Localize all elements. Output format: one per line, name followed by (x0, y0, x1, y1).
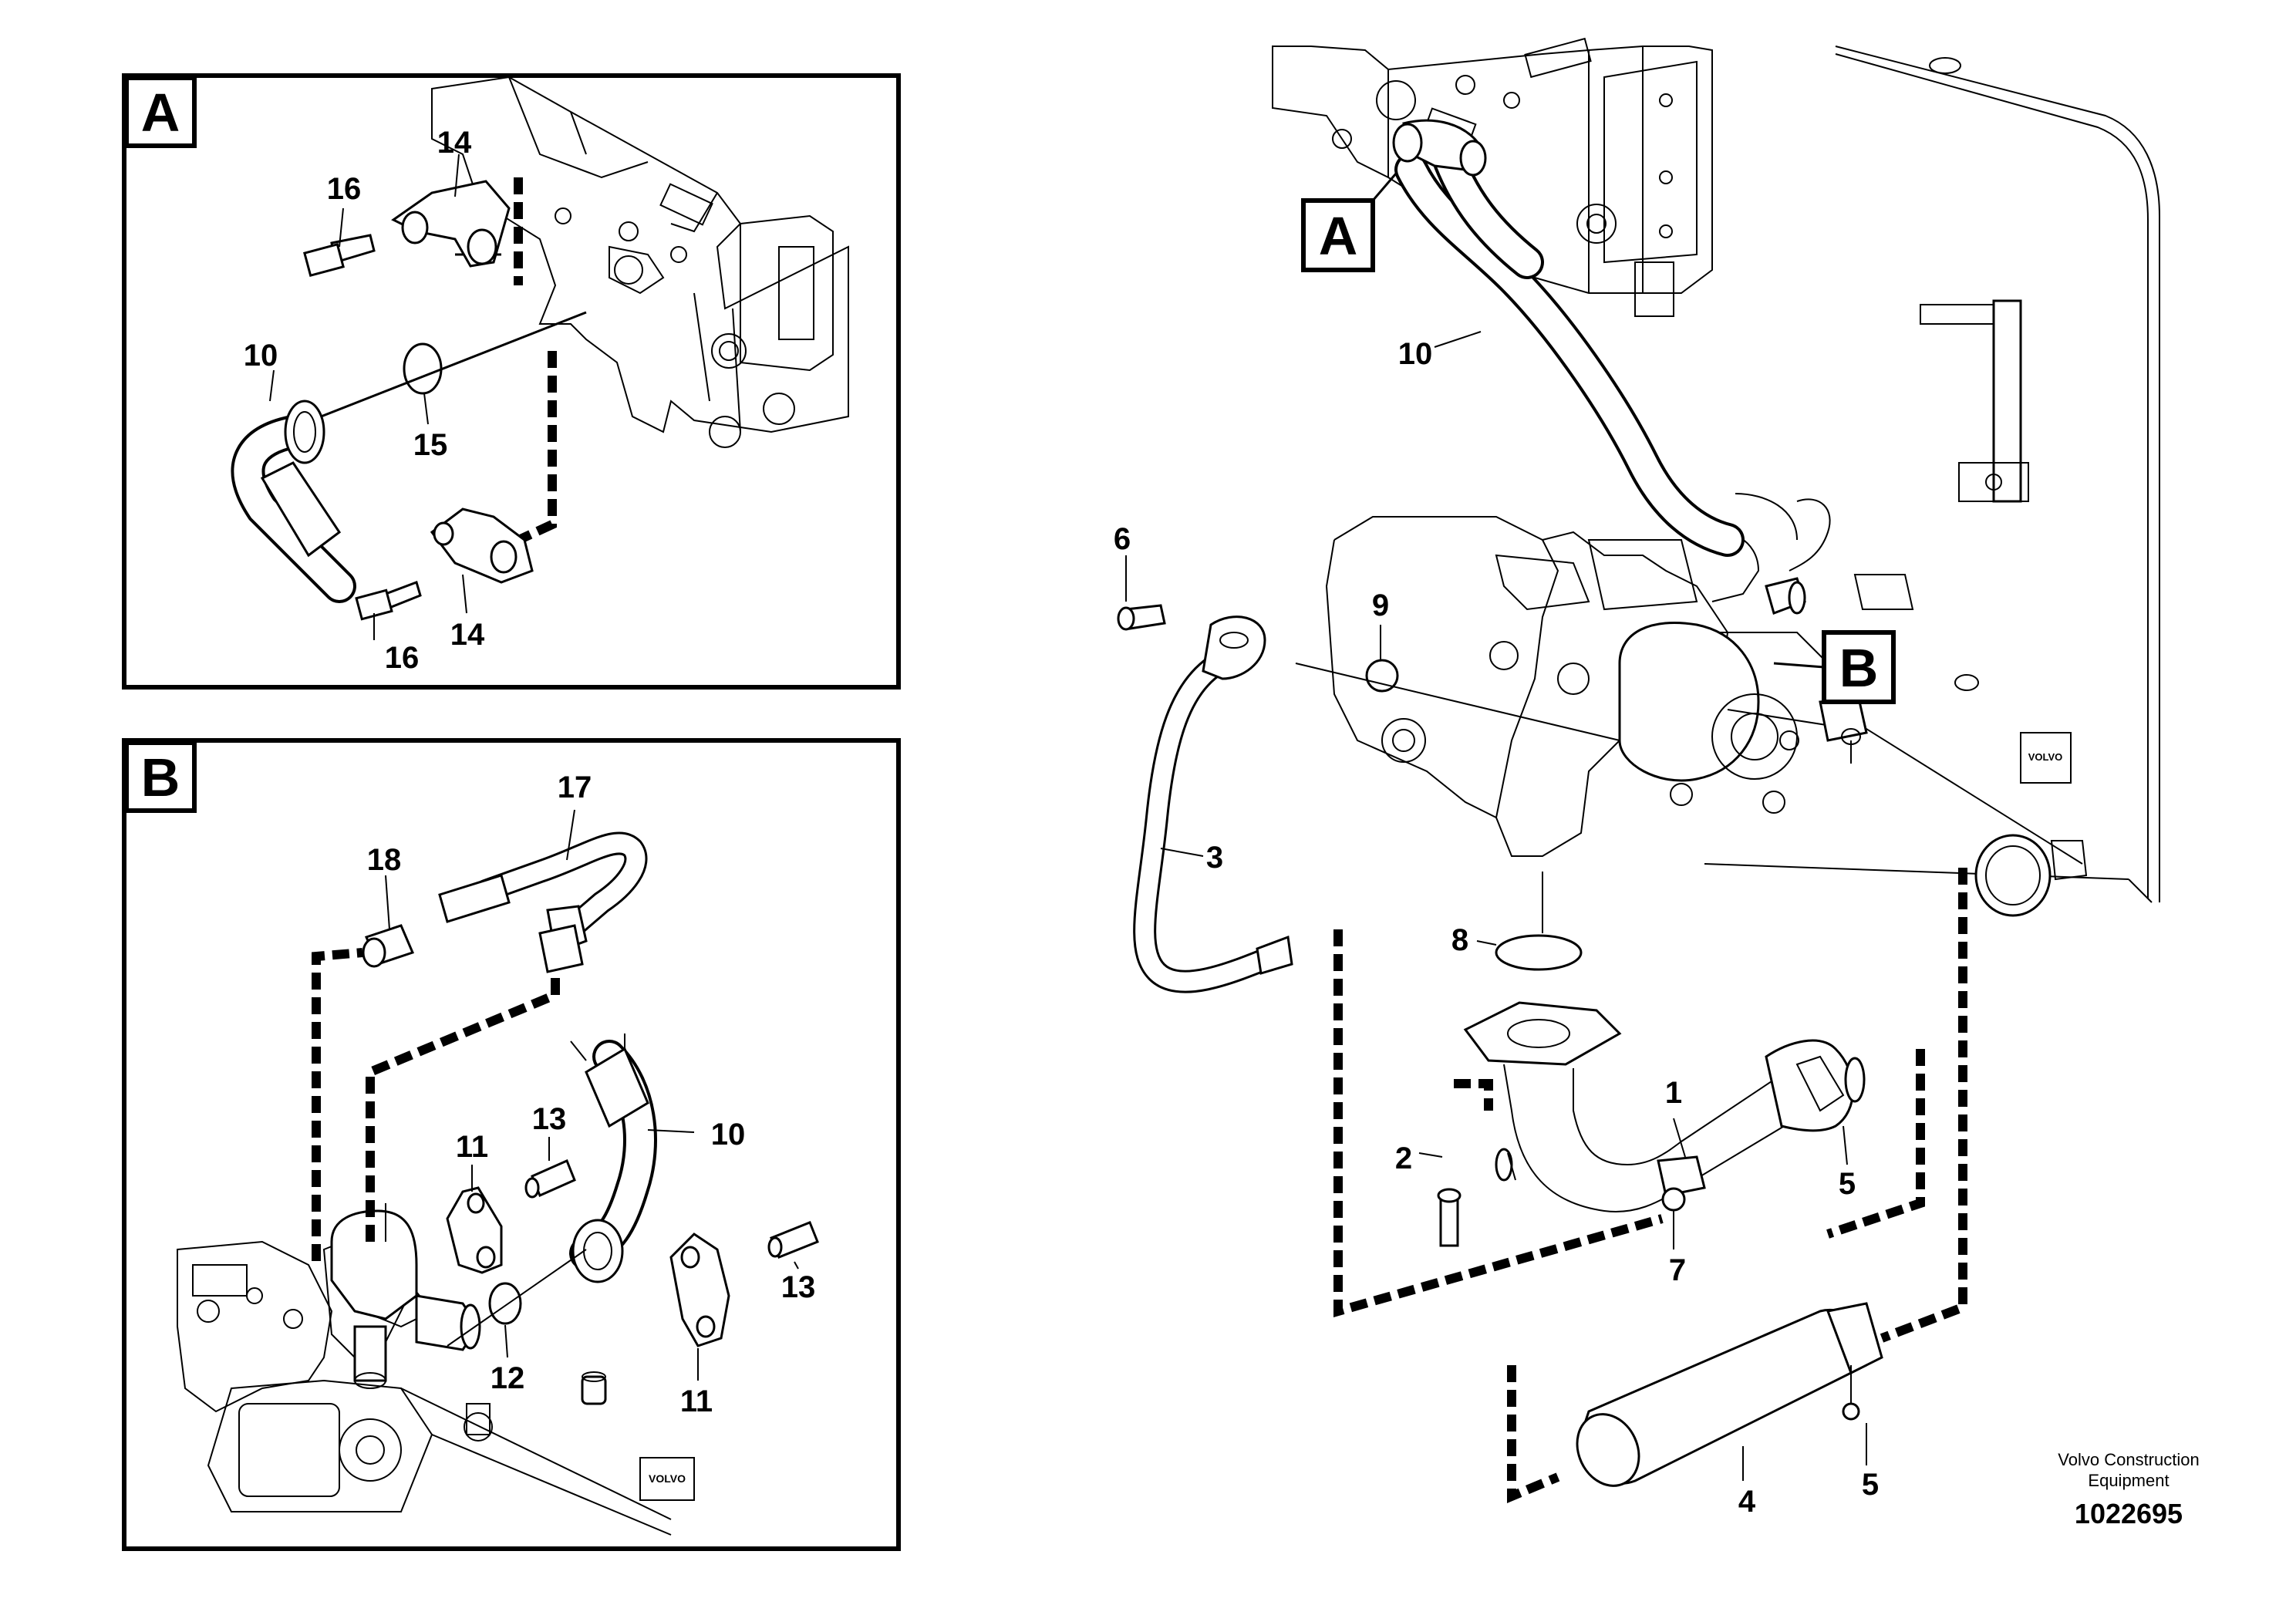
detail-a-panel: A (122, 73, 901, 690)
callout-a-16-bottom: 16 (385, 641, 420, 675)
control-valve-main (1272, 37, 1713, 317)
marker-b-letter: B (1839, 638, 1879, 698)
callout-b-11-upper: 11 (456, 1130, 488, 1164)
callout-b-10: 10 (711, 1118, 746, 1152)
svg-text:VOLVO: VOLVO (2028, 751, 2063, 763)
footer: Volvo Construction Equipment 1022695 (2058, 1450, 2199, 1529)
callout-main-1: 1 (1665, 1076, 1682, 1110)
callout-a-15: 15 (413, 428, 448, 462)
callout-main-6: 6 (1114, 522, 1131, 556)
marker-a-letter: A (1319, 206, 1358, 266)
o-ring-8 (1495, 934, 1583, 971)
hose-4 (1576, 1302, 1883, 1487)
hose-17 (438, 831, 648, 973)
callout-main-9: 9 (1372, 588, 1389, 622)
pump-assembly-b: VOLVO (177, 1233, 695, 1536)
callout-b-17: 17 (558, 771, 592, 804)
hose-10-detail-b (569, 1034, 657, 1283)
flange-clamp-11-lower (669, 1233, 730, 1347)
company-name-line2: Equipment (2088, 1471, 2169, 1490)
callout-b-13-lower: 13 (781, 1270, 816, 1304)
suction-pipe-1 (1463, 1001, 1866, 1212)
callout-main-3: 3 (1206, 841, 1223, 875)
bolt-16-top (303, 234, 376, 278)
detail-b-panel: B VOLVO (122, 738, 901, 1551)
callout-main-5-lower: 5 (1862, 1468, 1879, 1502)
hose-10-main (1392, 119, 1745, 557)
company-name-line1: Volvo Construction (2058, 1450, 2199, 1469)
svg-text:VOLVO: VOLVO (649, 1472, 686, 1485)
o-ring-12 (488, 1282, 522, 1325)
bolt-16-bottom (355, 581, 422, 621)
hose-clamp-7 (1657, 1155, 1706, 1212)
flange-clamp-14-top (391, 180, 511, 268)
spacer-b (581, 1371, 607, 1405)
bolt-13-upper (524, 1158, 576, 1199)
callout-a-10: 10 (244, 339, 278, 373)
callout-main-8: 8 (1451, 923, 1468, 957)
callout-main-7: 7 (1669, 1253, 1686, 1287)
callout-main-5-upper: 5 (1839, 1167, 1856, 1201)
fitting-18 (362, 924, 415, 968)
bolt-2 (1437, 1188, 1462, 1247)
hydraulic-tank: VOLVO (1704, 46, 2160, 917)
detail-a-letter: A (141, 83, 180, 143)
marker-b: B (1773, 630, 1896, 704)
flange-clamp-14-bottom (430, 508, 534, 584)
bolt-6 (1117, 604, 1166, 631)
bolt-13-lower (767, 1221, 819, 1259)
callout-a-16-top: 16 (327, 172, 362, 206)
callout-main-4: 4 (1738, 1485, 1756, 1519)
o-ring-15 (403, 342, 443, 395)
callout-main-10: 10 (1398, 337, 1433, 371)
callout-a-14-top: 14 (437, 126, 472, 160)
callout-b-13-upper: 13 (532, 1102, 567, 1136)
marker-a: A (1301, 173, 1397, 272)
main-assembly: VOLVO (1114, 37, 2160, 1519)
hose-10-detail-a (231, 400, 356, 603)
callout-a-14-bottom: 14 (450, 618, 485, 652)
main-pump (1325, 493, 2083, 865)
detail-b-letter: B (141, 747, 180, 808)
valve-block-a (431, 76, 849, 448)
callout-b-18: 18 (367, 843, 402, 877)
drawing-number: 1022695 (2075, 1498, 2183, 1529)
o-ring-9 (1365, 659, 1399, 693)
hose-3 (1133, 615, 1293, 993)
callout-b-12: 12 (491, 1361, 525, 1395)
callout-b-11-lower: 11 (680, 1384, 713, 1418)
flange-clamp-11-upper (446, 1186, 503, 1274)
callout-main-2: 2 (1395, 1141, 1412, 1175)
fitting-block-b (330, 1209, 481, 1389)
